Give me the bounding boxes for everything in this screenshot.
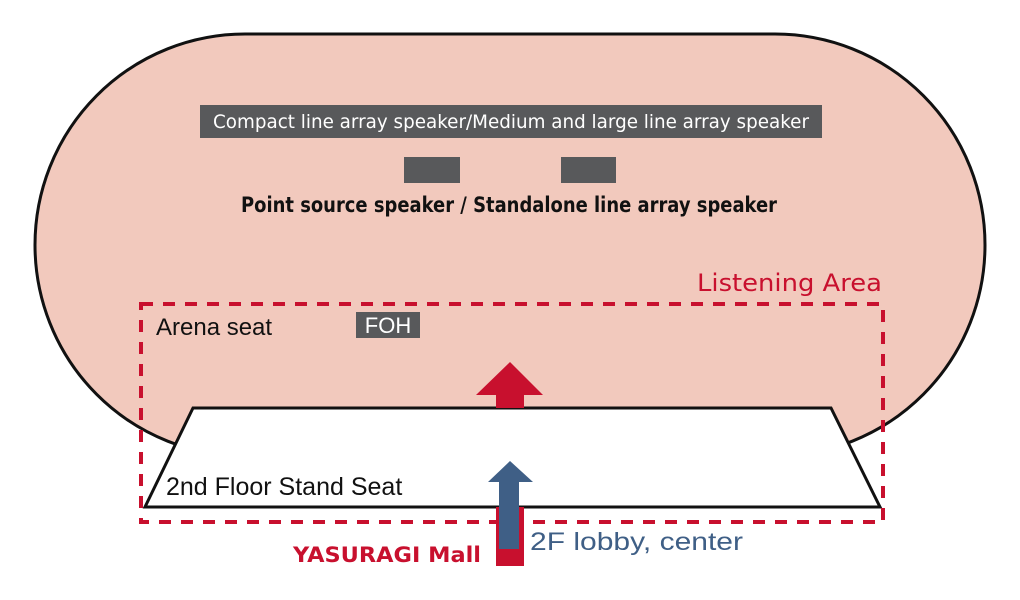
mall-label: YASURAGI Mall xyxy=(292,543,481,567)
arena-seat-label: Arena seat xyxy=(156,314,272,341)
point-source-speaker-label: Point source speaker / Standalone line a… xyxy=(241,193,778,217)
line-array-speaker-label: Compact line array speaker/Medium and la… xyxy=(213,111,809,133)
foh-box xyxy=(356,312,420,338)
arrow-up-icon xyxy=(488,461,533,549)
point-source-speaker-right xyxy=(561,157,616,183)
stand-seat-label: 2nd Floor Stand Seat xyxy=(166,473,402,501)
point-source-speaker-left xyxy=(404,157,460,183)
line-array-speaker-bar xyxy=(200,105,822,138)
second-floor-stand xyxy=(142,406,883,509)
arrow-up-icon xyxy=(476,362,543,408)
lobby-label: 2F lobby, center xyxy=(530,528,743,556)
foh-label: FOH xyxy=(365,313,411,338)
listening-area-label: Listening Area xyxy=(697,269,882,297)
